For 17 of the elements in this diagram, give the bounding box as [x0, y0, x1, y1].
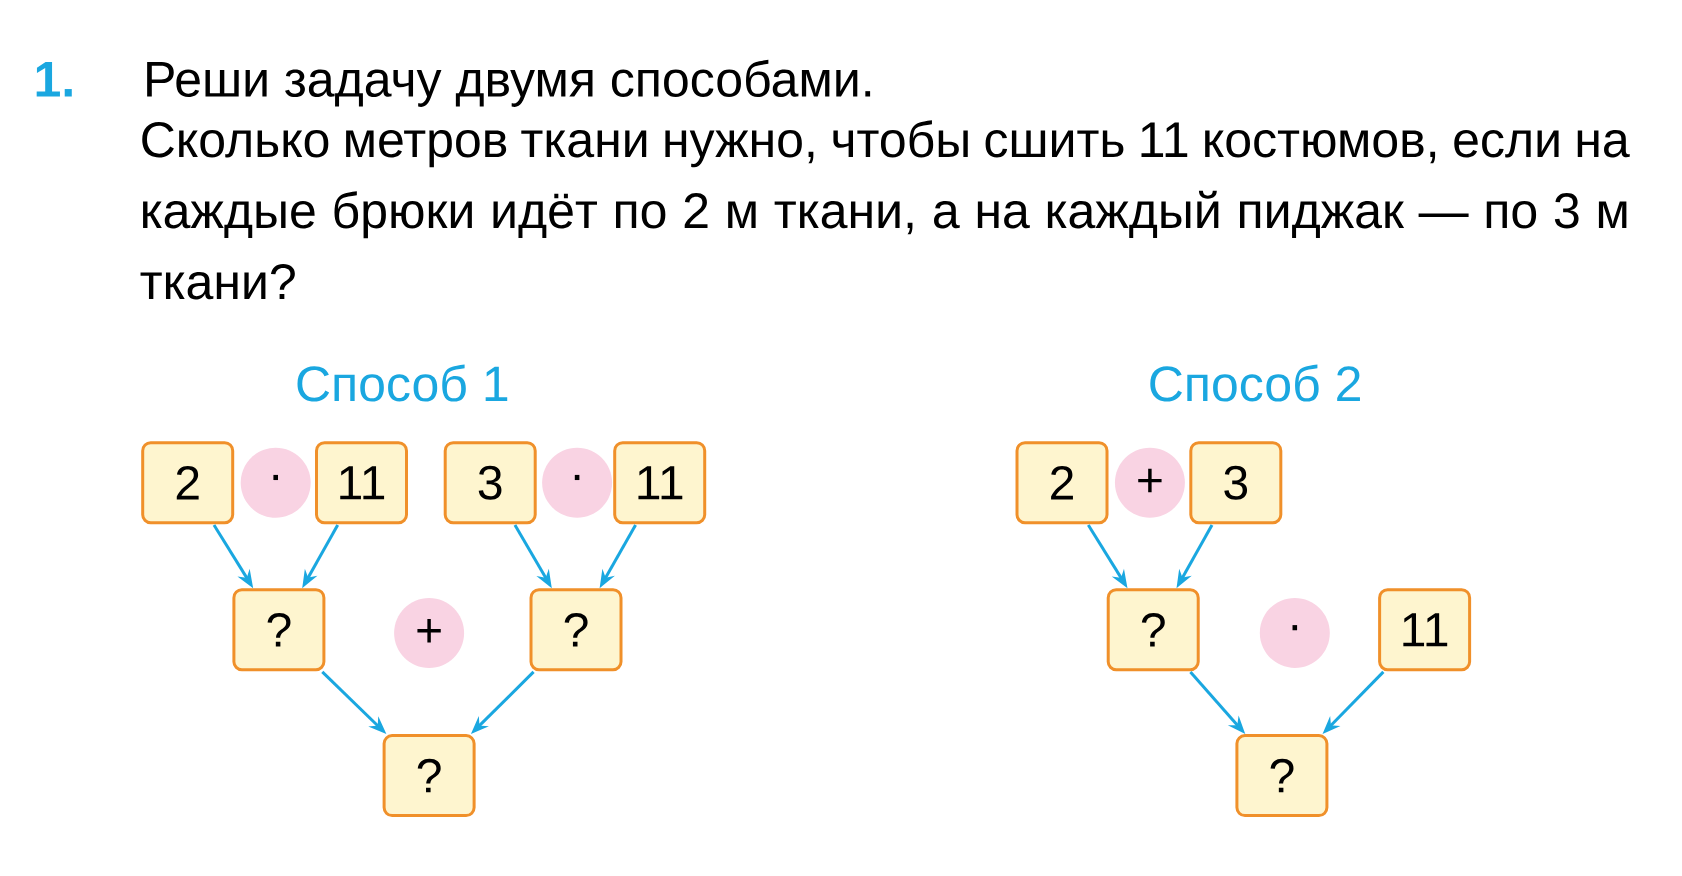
number-box: 3: [443, 441, 537, 525]
number-box: 11: [613, 441, 707, 525]
number-box: 11: [315, 441, 408, 525]
number-box: ?: [1106, 588, 1200, 672]
method-heading: Способ 1: [297, 364, 508, 402]
number-box: 2: [141, 441, 235, 525]
task-title: Реши задачу двумя способами.: [147, 59, 871, 107]
task-text: Сколько метров ткани нужно, чтобы сшить 11 костюмов, если на каждые брюки идёт по 2 м ткани, а на каждый пиджак — по 3 м ткани?: [140, 120, 1630, 300]
task-number: 1.: [36, 62, 72, 97]
number-box: 3: [1189, 441, 1283, 525]
number-box: 11: [1378, 588, 1472, 672]
number-box: ?: [232, 588, 326, 672]
number-box: ?: [382, 734, 476, 818]
number-box: ?: [529, 588, 623, 672]
number-box: 2: [1015, 441, 1109, 525]
method-heading: Способ 2: [1150, 364, 1360, 402]
number-box: ?: [1235, 734, 1329, 818]
